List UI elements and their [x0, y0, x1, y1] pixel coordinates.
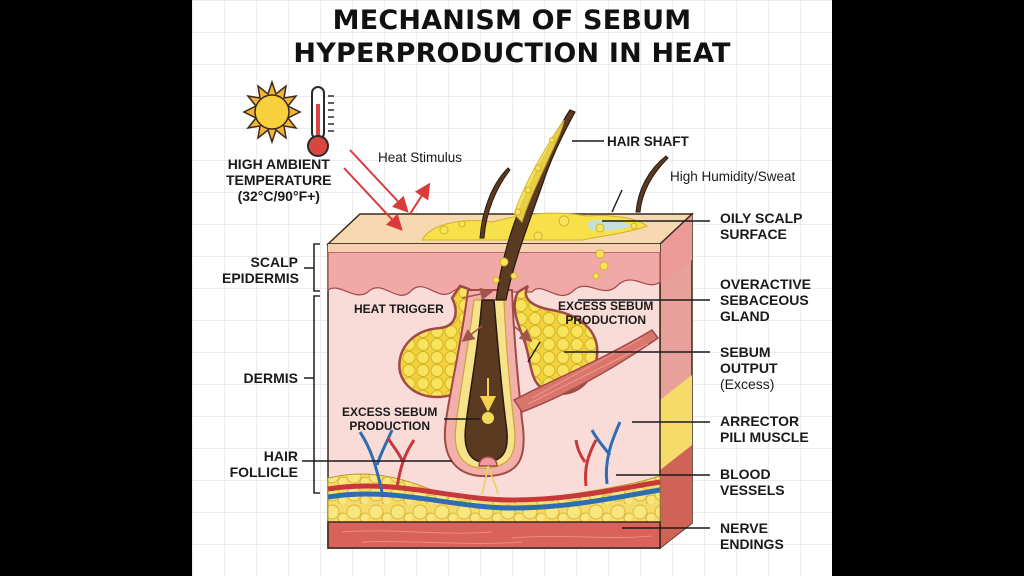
label-line: FOLLICLE [229, 464, 298, 480]
label-blood-vessels: BLOOD VESSELS [720, 466, 785, 498]
label-line: OUTPUT [720, 360, 778, 376]
label-line: TEMPERATURE [226, 172, 332, 188]
label-excess-sebum-production-upper: EXCESS SEBUM PRODUCTION [558, 299, 653, 327]
label-line: ENDINGS [720, 536, 784, 552]
surface-sebum [421, 212, 648, 241]
heat-trigger-arrow [461, 287, 494, 301]
label-high-humidity-sweat: High Humidity/Sweat [670, 169, 796, 184]
label-line: SEBACEOUS [720, 292, 809, 308]
label-scalp-epidermis: SCALP EPIDERMIS [222, 254, 300, 286]
label-line: ARRECTOR [720, 413, 800, 429]
label-line: GLAND [720, 308, 770, 324]
label-high-ambient-temperature: HIGH AMBIENT TEMPERATURE (32°C/90°F+) [226, 156, 332, 204]
title-line-2: HYPERPRODUCTION IN HEAT [293, 38, 731, 69]
label-line: EPIDERMIS [222, 270, 300, 286]
leader-lines [302, 140, 710, 529]
arrector-pili-muscle [512, 329, 660, 413]
sun-icon [242, 79, 302, 145]
thermometer-icon [307, 86, 334, 157]
dermal-papilla [478, 456, 498, 467]
label-line: EXCESS SEBUM [558, 299, 654, 313]
label-oily-scalp-surface: OILY SCALP SURFACE [720, 210, 802, 242]
hair-right [635, 155, 669, 213]
diagram-canvas: MECHANISM OF SEBUM HYPERPRODUCTION IN HE… [192, 0, 832, 576]
label-dermis: DERMIS [243, 370, 298, 386]
label-line: PRODUCTION [565, 313, 647, 327]
artery-band [327, 479, 661, 503]
label-nerve-endings: NERVE ENDINGS [720, 520, 784, 552]
layer-brackets [304, 243, 320, 494]
muscle-layer [327, 521, 661, 549]
skin-cross-section-illustration [242, 79, 710, 550]
label-line: PRODUCTION [349, 419, 431, 433]
label-line: EXCESS SEBUM [342, 405, 438, 419]
label-line: OILY SCALP [720, 210, 803, 226]
heat-stimulus-arrows [343, 149, 431, 231]
label-heat-stimulus: Heat Stimulus [378, 150, 463, 165]
sebum-droplet [482, 412, 494, 424]
label-line: SEBUM [720, 344, 771, 360]
label-hair-follicle: HAIR FOLLICLE [222, 448, 298, 480]
label-overactive-sebaceous-gland: OVERACTIVE SEBACEOUS GLAND [720, 276, 811, 324]
label-excess-sebum-production-lower: EXCESS SEBUM PRODUCTION [342, 405, 437, 433]
vein-band [327, 487, 661, 511]
label-line: PILI MUSCLE [720, 429, 809, 445]
label-line: NERVE [720, 520, 768, 536]
label-line: (32°C/90°F+) [237, 188, 320, 204]
label-line: OVERACTIVE [720, 276, 812, 292]
label-heat-trigger: HEAT TRIGGER [354, 302, 444, 316]
label-sebum-output: SEBUM OUTPUT (Excess) [720, 344, 778, 392]
label-arrector-pili-muscle: ARRECTOR PILI MUSCLE [720, 413, 809, 445]
title-line-1: MECHANISM OF SEBUM [332, 5, 692, 36]
label-line: HAIR [263, 448, 298, 464]
label-line: SURFACE [720, 226, 787, 242]
label-hair-shaft: HAIR SHAFT [607, 134, 689, 149]
label-line: BLOOD [720, 466, 771, 482]
label-line: (Excess) [720, 376, 775, 392]
label-line: VESSELS [720, 482, 785, 498]
label-line: SCALP [250, 254, 298, 270]
diagram-title: MECHANISM OF SEBUM HYPERPRODUCTION IN HE… [192, 4, 832, 70]
label-line: HIGH AMBIENT [227, 156, 330, 172]
hair-left [479, 167, 511, 239]
